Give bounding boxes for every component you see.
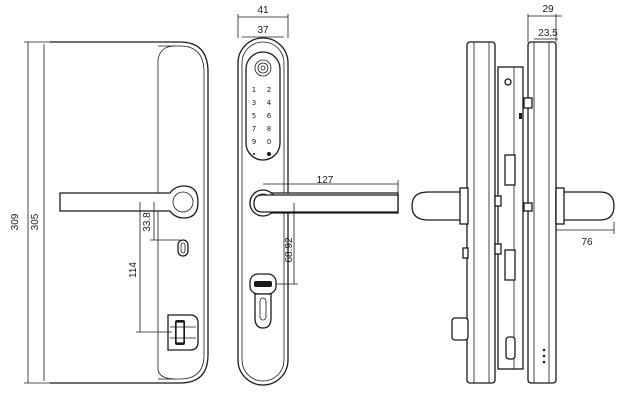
back-plate-view: 309 305 33.8 114 [10,41,209,384]
dim-23-5: 23.5 [538,28,558,39]
dim-309: 309 [10,213,21,230]
key-3: 3 [252,99,256,107]
key-0: 0 [267,138,271,146]
side-right-escutcheon [527,41,557,384]
dim-29: 29 [542,4,554,15]
side-left-handle [411,191,468,221]
bolt-window [504,249,516,281]
dim-37: 37 [257,25,269,36]
dim-305: 305 [30,213,41,230]
key-2: 2 [267,86,271,94]
dim-33-8: 33.8 [142,212,153,232]
key-8: 8 [267,125,271,133]
key-hash-icon [267,152,271,156]
key-6: 6 [267,112,272,120]
back-plate-outline [50,41,209,384]
side-section-view: 29 23.5 76 [411,4,615,384]
key-cylinder [254,293,272,329]
mortise-lock-body [497,66,524,370]
key-1: 1 [252,86,256,94]
dim-127: 127 [317,175,334,186]
thumb-slot [177,239,189,257]
key-9: 9 [252,138,256,146]
side-right-handle [555,191,615,221]
fingerprint-sensor-icon [254,59,272,77]
dim-76: 76 [581,237,593,248]
dim-68-92: 68.92 [284,237,295,262]
key-7: 7 [252,125,256,133]
dim-41: 41 [257,5,269,16]
dim-114: 114 [128,262,139,278]
latch-window [504,154,516,186]
side-left-escutcheon [466,41,496,384]
key-star-icon [253,153,255,155]
front-plate-view: 1 2 3 4 5 6 7 8 9 0 41 37 127 [237,5,399,386]
back-handle [59,185,199,219]
key-5: 5 [252,112,256,120]
key-4: 4 [267,99,272,107]
keypad-panel [245,51,281,161]
side-thumb-turn [451,317,469,341]
